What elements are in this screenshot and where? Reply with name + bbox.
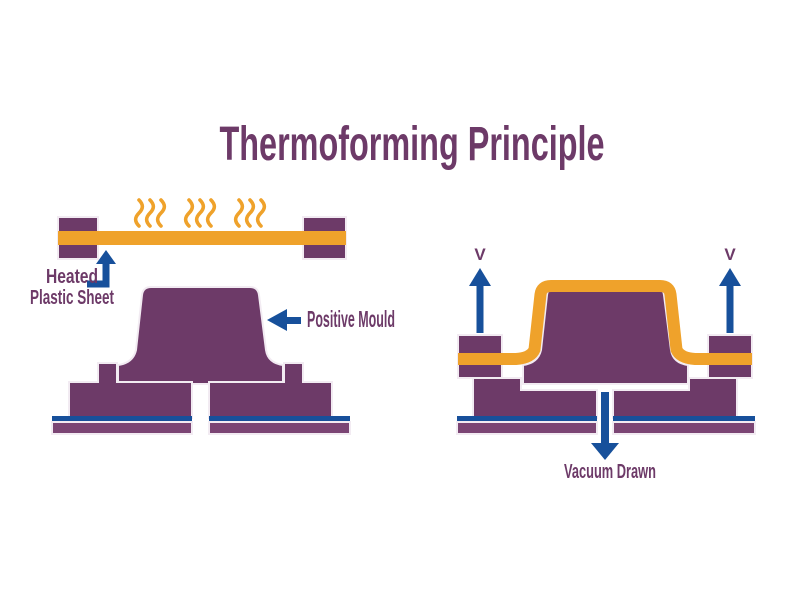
- positive-mould: [117, 286, 284, 385]
- vacuum-up-arrow-left: [469, 268, 491, 333]
- vacuum-drawn-label: Vacuum Drawn: [564, 461, 656, 483]
- heated-sheet-label-line2: Plastic Sheet: [30, 287, 114, 309]
- positive-mould-arrow: [267, 309, 301, 331]
- vent-label-left: V: [474, 245, 486, 264]
- base-step-block-left: [68, 362, 193, 419]
- vacuum-positive-mould: [522, 286, 689, 385]
- vacuum-base-plate-left: [456, 421, 598, 435]
- base-plate-left: [51, 421, 193, 435]
- vacuum-mould-base: [456, 377, 756, 435]
- base-line-right: [209, 416, 350, 422]
- mould-base: [51, 362, 351, 435]
- vacuum-stage-panel: V V Va: [456, 245, 756, 483]
- base-step-block-right: [208, 362, 333, 419]
- heat-waves-icon: [183, 198, 217, 228]
- heat-waves-icon: [233, 198, 267, 228]
- heat-waves-icon: [133, 198, 167, 228]
- vacuum-down-arrow: [591, 392, 619, 460]
- positive-mould-label: Positive Mould: [307, 306, 395, 332]
- vacuum-base-plate-right: [612, 421, 756, 435]
- vacuum-base-line-left: [457, 416, 597, 422]
- heating-stage-panel: Heated Plastic Sheet Positive Mould: [30, 198, 395, 435]
- page-title: Thermoforming Principle: [220, 118, 605, 171]
- plastic-sheet: [58, 231, 346, 245]
- base-line-left: [52, 416, 192, 422]
- heated-sheet-label-line1: Heated: [46, 266, 98, 288]
- vacuum-base-line-right: [613, 416, 755, 422]
- vent-label-right: V: [724, 245, 736, 264]
- base-plate-right: [208, 421, 351, 435]
- draped-sheet: [458, 280, 752, 365]
- vacuum-up-arrow-right: [719, 268, 741, 333]
- heated-sheet-arrow: [87, 250, 116, 288]
